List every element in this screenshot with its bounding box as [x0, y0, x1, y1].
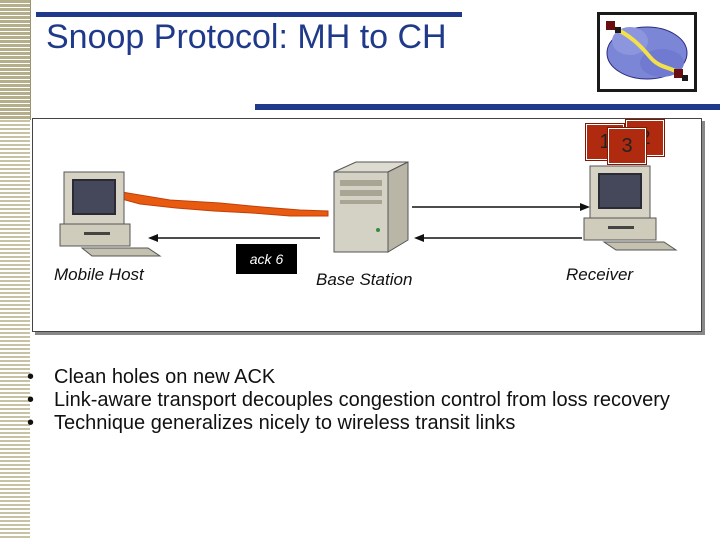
bullet-item: •Technique generalizes nicely to wireles…	[27, 412, 516, 434]
base-station-label: Base Station	[316, 270, 413, 289]
bullet-dot-icon: •	[27, 389, 35, 411]
title-accent-bar	[36, 12, 462, 17]
wireless-link-icon	[117, 191, 329, 217]
bullet-dot-icon: •	[27, 366, 35, 388]
base-station-server-icon	[333, 161, 409, 253]
header-divider	[255, 104, 720, 110]
network-logo-icon	[597, 12, 697, 92]
slide-title: Snoop Protocol: MH to CH	[46, 18, 447, 56]
ack-packet-label: ack 6	[236, 244, 297, 274]
receiver-label: Receiver	[566, 265, 634, 284]
packet-3: 3	[608, 128, 646, 164]
mobile-host-computer-icon	[59, 171, 162, 257]
packet-stack: 2 1 3	[582, 118, 672, 164]
bullet-item: •Clean holes on new ACK	[27, 366, 276, 388]
decorative-margin-block	[0, 0, 31, 120]
bullet-item: •Link-aware transport decouples congesti…	[27, 389, 670, 411]
mobile-host-label: Mobile Host	[54, 265, 144, 284]
bullet-list: •Clean holes on new ACK •Link-aware tran…	[24, 366, 704, 435]
bullet-dot-icon: •	[27, 412, 35, 434]
receiver-computer-icon	[583, 165, 678, 251]
